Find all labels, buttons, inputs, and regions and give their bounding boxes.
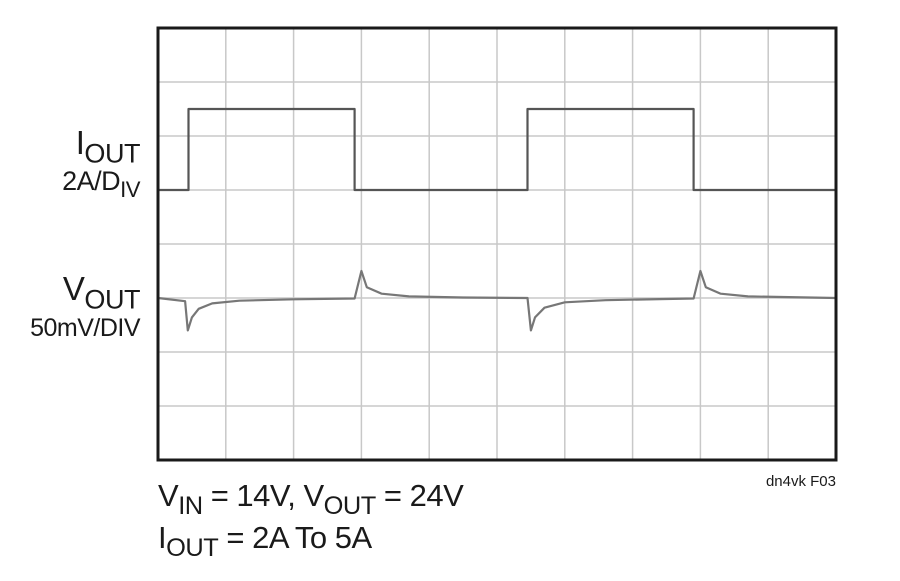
iout-trace — [158, 107, 836, 192]
vout-trace — [157, 269, 837, 332]
traces — [157, 107, 837, 332]
iout-channel-label: IOUT — [75, 124, 141, 169]
condition-line-2: IOUT = 2A To 5A — [158, 520, 372, 563]
condition-line-1: VIN = 14V, VOUT = 24V — [158, 478, 464, 521]
vout-scale-label: 50mV/DIV — [30, 314, 140, 342]
plot-frame — [156, 26, 838, 462]
iout-scale-label: 2A/DIV — [62, 166, 140, 203]
figure-id: dn4vk F03 — [765, 473, 836, 490]
vout-channel-label: VOUT — [62, 270, 141, 315]
